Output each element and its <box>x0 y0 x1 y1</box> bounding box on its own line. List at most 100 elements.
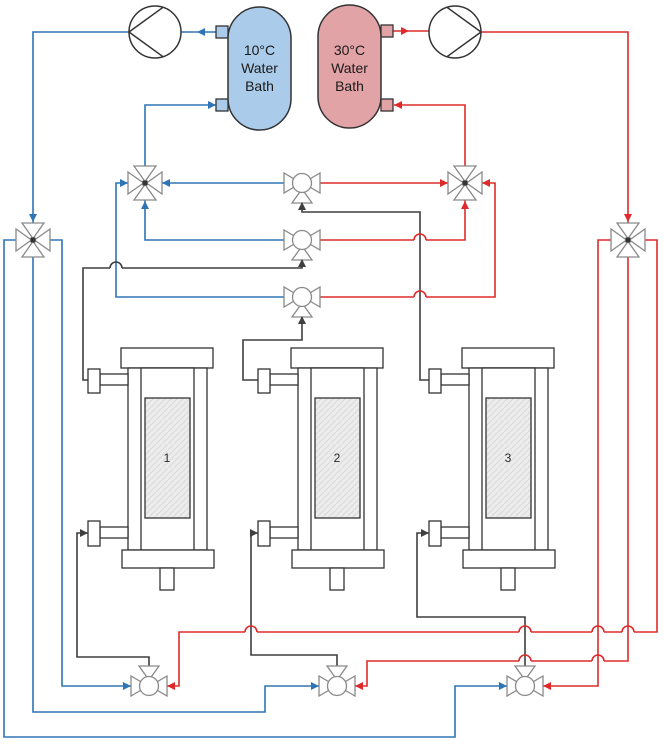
return-selector-valve-3-icon <box>283 285 321 318</box>
flow-arrow-blue <box>311 682 319 690</box>
column-packed-bed <box>314 397 361 519</box>
flow-arrow-red <box>394 101 402 109</box>
pipe-blue <box>32 257 319 713</box>
supply-selector-valve-2-icon <box>318 665 356 698</box>
line-jump <box>413 233 427 246</box>
hot-supply-distributor-valve-icon <box>610 222 646 258</box>
flow-arrow-black <box>250 529 258 537</box>
cold-water-bath-nozzle <box>215 98 229 112</box>
pipe-blue <box>32 31 129 223</box>
line-jump <box>413 290 427 303</box>
pipe-red <box>543 239 611 687</box>
line-jump <box>591 625 605 638</box>
hot-bath-temp: 30°C <box>333 42 366 58</box>
flow-arrow-red <box>624 214 632 222</box>
cold-bath-pump-icon <box>128 5 182 59</box>
flow-arrow-red <box>543 682 551 690</box>
line-jump <box>591 654 605 667</box>
column-vessel-2 <box>257 347 385 591</box>
flow-arrow-black <box>80 529 88 537</box>
pipe-red <box>320 200 466 241</box>
jacket-outlet-pipe <box>269 373 299 386</box>
jacket-outlet-flange <box>87 368 101 394</box>
jacket-inlet-flange <box>87 520 101 547</box>
flow-arrow-red <box>482 179 490 187</box>
column-bottom-flange <box>462 549 556 569</box>
line-jump <box>518 654 532 667</box>
jacket-inlet-pipe <box>269 526 299 539</box>
cold-bath-label: 10°C Water Bath <box>228 41 291 95</box>
flow-arrow-blue <box>123 682 131 690</box>
jacket-outlet-flange <box>257 368 271 394</box>
flow-arrow-red <box>401 27 409 35</box>
column-bottom-flange <box>121 549 215 569</box>
supply-selector-valve-1-icon <box>130 665 168 698</box>
cold-water-bath-body <box>227 6 292 131</box>
flow-arrow-blue <box>208 101 216 109</box>
cold-return-collector-valve-icon <box>127 165 163 201</box>
column-2-label: 2 <box>333 451 341 465</box>
column-top-flange <box>120 347 214 369</box>
return-selector-valve-2-icon <box>283 228 321 261</box>
hot-bath-label: 30°C Water Bath <box>318 41 381 95</box>
flow-arrow-red <box>167 682 175 690</box>
jacket-outlet-pipe <box>99 373 129 386</box>
pipe-blue <box>144 200 284 241</box>
pipe-red <box>394 104 466 166</box>
line-jump <box>244 625 258 638</box>
column-1-label: 1 <box>163 451 171 465</box>
flow-arrow-blue <box>197 28 205 36</box>
jacket-inlet-pipe <box>440 526 470 539</box>
column-packed-bed <box>144 397 191 519</box>
jacket-outlet-pipe <box>440 373 470 386</box>
hot-bath-word2: Bath <box>335 78 364 94</box>
jacket-inlet-flange <box>428 520 442 547</box>
pipe-red <box>167 239 658 687</box>
column-top-flange <box>461 347 555 369</box>
pipe-blue <box>144 104 216 166</box>
flow-arrow-blue <box>29 214 37 222</box>
flow-arrow-black <box>421 529 429 537</box>
cold-water-bath-vessel <box>215 6 292 131</box>
cold-water-bath-nozzle <box>215 25 229 39</box>
flow-arrow-blue <box>120 179 128 187</box>
hot-water-bath-body <box>317 4 382 129</box>
supply-selector-valve-3-icon <box>506 665 544 698</box>
column-vessel-3 <box>428 347 556 591</box>
line-jump <box>621 625 635 638</box>
column-bottom-flange <box>291 549 385 569</box>
jacket-inlet-flange <box>257 520 271 547</box>
column-vessel-1 <box>87 347 215 591</box>
pipe-blue <box>50 239 131 687</box>
return-selector-valve-1-icon <box>283 171 321 204</box>
hot-bath-word1: Water <box>331 60 368 76</box>
pipe-red <box>481 31 629 223</box>
hot-water-bath-nozzle <box>380 98 394 112</box>
line-jump <box>109 261 123 274</box>
column-packed-bed <box>485 397 532 519</box>
cold-supply-distributor-valve-icon <box>15 222 51 258</box>
hot-return-collector-valve-icon <box>447 165 483 201</box>
flow-arrow-red <box>440 179 448 187</box>
column-3-label: 3 <box>504 451 512 465</box>
flow-arrow-black <box>298 202 306 210</box>
cold-bath-word1: Water <box>241 60 278 76</box>
column-bottom-stub <box>500 567 516 591</box>
column-top-flange <box>290 347 384 369</box>
hot-water-bath-vessel <box>317 4 394 129</box>
pipe-black <box>242 317 303 381</box>
hot-bath-pump-icon <box>428 5 482 59</box>
column-bottom-stub <box>329 567 345 591</box>
jacket-inlet-pipe <box>99 526 129 539</box>
cold-bath-word2: Bath <box>245 78 274 94</box>
flow-arrow-black <box>298 259 306 267</box>
flow-arrow-blue <box>499 682 507 690</box>
line-jump <box>518 625 532 638</box>
flow-arrow-red <box>355 682 363 690</box>
hot-water-bath-nozzle <box>380 24 394 38</box>
cold-bath-temp: 10°C <box>243 42 276 58</box>
pipe-blue <box>3 239 507 738</box>
flow-arrow-blue <box>162 179 170 187</box>
